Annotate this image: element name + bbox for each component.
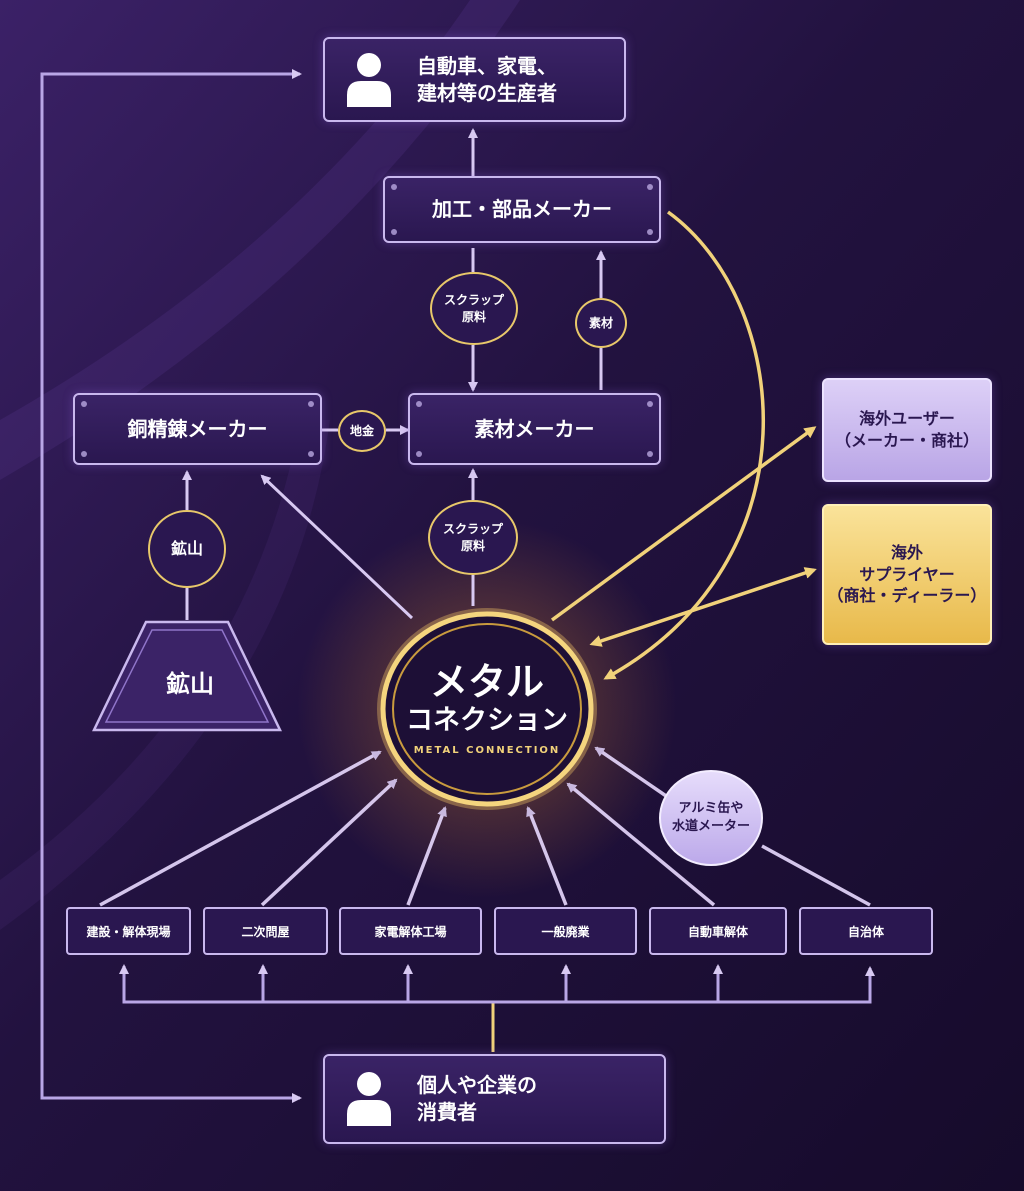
aluminum-to-center-arrow bbox=[594, 746, 673, 802]
consumer-box: 個人や企業の 消費者 bbox=[323, 1054, 666, 1144]
source3-arrow bbox=[406, 806, 447, 906]
source-general-waste: 一般廃業 bbox=[494, 907, 637, 955]
ground-metal-circle: 地金 bbox=[338, 410, 386, 452]
source4-arrow bbox=[526, 806, 568, 906]
aluminum-circle: アルミ缶や 水道メーター bbox=[659, 770, 763, 866]
scrap-material-circle-mid: スクラップ 原料 bbox=[428, 500, 518, 575]
source-secondary-wholesaler: 二次問屋 bbox=[203, 907, 328, 955]
source-auto-dismantling: 自動車解体 bbox=[649, 907, 787, 955]
mine-circle-label: 鉱山 bbox=[170, 538, 203, 558]
producer-label: 自動車、家電、 建材等の生産者 bbox=[417, 53, 557, 105]
ground-metal-label: 地金 bbox=[349, 423, 374, 438]
person-icon bbox=[347, 1072, 391, 1126]
mine-shape bbox=[92, 620, 282, 732]
overseas-user-box: 海外ユーザー （メーカー・商社） bbox=[822, 378, 992, 482]
copper-smelter-label: 銅精錬メーカー bbox=[127, 416, 268, 441]
aluminum-label: アルミ缶や 水道メーター bbox=[671, 800, 750, 834]
consumer-label: 個人や企業の 消費者 bbox=[417, 1073, 537, 1124]
source2-arrow bbox=[260, 778, 398, 907]
metal-connection-ring bbox=[377, 608, 597, 810]
materials-circle: 素材 bbox=[575, 298, 627, 348]
source1-arrow bbox=[99, 750, 382, 907]
mine-circle: 鉱山 bbox=[148, 510, 226, 588]
scrap-top-label: スクラップ 原料 bbox=[443, 292, 504, 324]
processing-maker-box: 加工・部品メーカー bbox=[383, 176, 661, 243]
overseas-supplier-label: 海外 サプライヤー （商社・ディーラー） bbox=[827, 543, 987, 606]
mine-label: 鉱山 bbox=[166, 670, 214, 698]
overseas-user-label: 海外ユーザー （メーカー・商社） bbox=[834, 409, 979, 450]
metal-connection-subtitle: コネクション bbox=[406, 704, 568, 736]
metal-connection-title: メタル bbox=[429, 659, 544, 704]
source-municipality: 自治体 bbox=[799, 907, 933, 955]
material-maker-box: 素材メーカー bbox=[408, 393, 661, 465]
metal-connection-core: メタル コネクション METAL CONNECTION bbox=[383, 614, 591, 804]
producer-box: 自動車、家電、 建材等の生産者 bbox=[323, 37, 626, 122]
scrap-mid-label: スクラップ 原料 bbox=[442, 521, 503, 553]
materials-label: 素材 bbox=[588, 315, 613, 330]
metal-connection-english: METAL CONNECTION bbox=[413, 745, 561, 757]
overseas-supplier-box: 海外 サプライヤー （商社・ディーラー） bbox=[822, 504, 992, 645]
copper-smelter-box: 銅精錬メーカー bbox=[73, 393, 322, 465]
source-appliance-dismantling: 家電解体工場 bbox=[339, 907, 482, 955]
person-icon bbox=[347, 53, 391, 107]
source5-arrow bbox=[566, 782, 716, 907]
scrap-material-circle-top: スクラップ 原料 bbox=[430, 272, 518, 345]
source6-to-aluminum-line bbox=[761, 844, 871, 907]
material-maker-label: 素材メーカー bbox=[474, 416, 595, 441]
processing-maker-label: 加工・部品メーカー bbox=[432, 197, 612, 221]
center-to-smelter-arrow bbox=[260, 474, 414, 620]
source-construction: 建設・解体現場 bbox=[66, 907, 191, 955]
center-overseas-supplier-arrow bbox=[589, 567, 817, 647]
